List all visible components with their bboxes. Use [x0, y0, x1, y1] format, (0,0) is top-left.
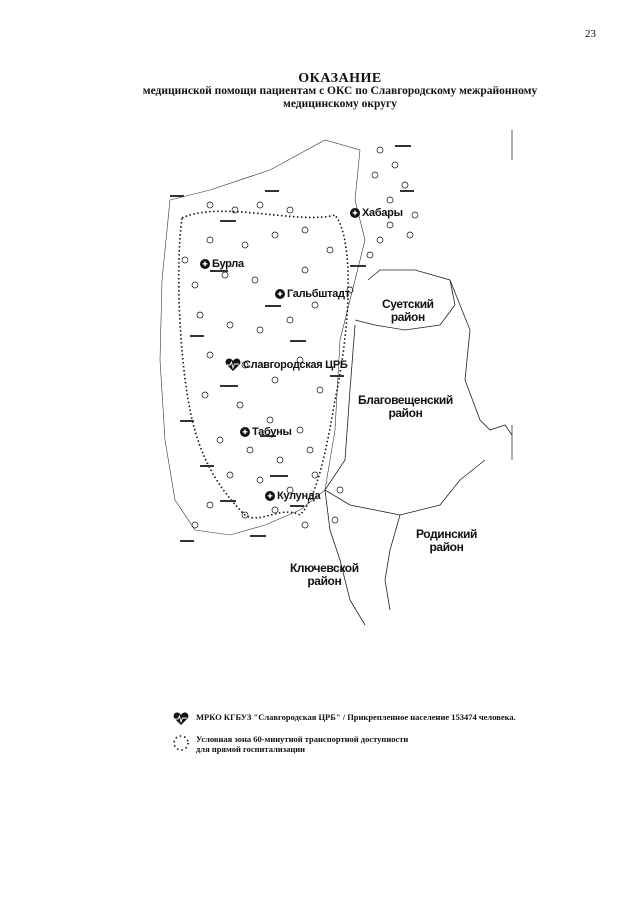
title-main: ОКАЗАНИЕ: [298, 71, 382, 86]
region-suffix: район: [429, 540, 464, 554]
hospital-marker-icon: ✚: [265, 491, 275, 501]
hospital-marker-icon: ✚: [275, 289, 285, 299]
region-suffix: район: [388, 406, 423, 420]
town-burla: ✚ Бурла: [200, 258, 244, 270]
settlement-markers: [181, 146, 419, 529]
town-tabuny: ✚ Табуны: [240, 426, 292, 438]
title-subtitle-line-1: медицинской помощи пациентам с ОКС по Сл…: [142, 85, 538, 97]
legend-hub-text: МРКО КГБУЗ "Славгородская ЦРБ" / Прикреп…: [196, 712, 516, 722]
region-name: Суетский: [382, 297, 434, 311]
map-legend: МРКО КГБУЗ "Славгородская ЦРБ" / Прикреп…: [172, 712, 572, 762]
map-drawing: [159, 130, 513, 626]
legend-zone-line-1: Условная зона 60-минутной транспортной д…: [196, 734, 409, 744]
town-label-tabuny: Табуны: [252, 426, 292, 438]
region-boundary-blagoveshchensky: [324, 324, 486, 516]
town-khabary: ✚ Хабары: [350, 207, 403, 219]
region-name: Благовещенский: [358, 393, 453, 407]
region-boundary-south: [324, 489, 366, 626]
hospital-marker-icon: ✚: [350, 208, 360, 218]
region-suffix: район: [390, 310, 425, 324]
hospital-marker-icon: ✚: [240, 427, 250, 437]
region-boundary-east: [449, 279, 513, 436]
region-name: Ключевской: [290, 561, 359, 575]
page-number: 23: [585, 28, 596, 40]
region-blagoveshchensky: Благовещенский район: [358, 394, 453, 420]
town-label-khabary: Хабары: [362, 207, 403, 219]
region-suffix: район: [307, 574, 342, 588]
legend-hub-row: МРКО КГБУЗ "Славгородская ЦРБ" / Прикреп…: [172, 712, 572, 726]
sixty-minute-zone-boundary: [177, 210, 349, 519]
district-map: ✚ Хабары ✚ Бурла ✚ Гальбштадт Славгородс…: [150, 130, 530, 670]
hub-label: Славгородская ЦРБ: [243, 359, 348, 371]
settlement-labels: [170, 145, 414, 542]
region-boundary-rodinsky: [384, 514, 401, 611]
dotted-ring-icon: [173, 735, 189, 751]
district-outline: [159, 139, 366, 536]
hospital-marker-icon: ✚: [200, 259, 210, 269]
legend-zone-text: Условная зона 60-минутной транспортной д…: [196, 734, 408, 754]
legend-zone-row: Условная зона 60-минутной транспортной д…: [172, 734, 572, 754]
region-name: Родинский: [416, 527, 477, 541]
region-boundary-suetsky: [354, 269, 456, 331]
title-subtitle-line-2: медицинскому округу: [282, 98, 398, 110]
map-title: ОКАЗАНИЕ медицинской помощи пациентам с …: [100, 72, 580, 111]
town-galbshtadt: ✚ Гальбштадт: [275, 288, 350, 300]
region-klyuchevskoy: Ключевской район: [290, 562, 359, 588]
heart-pulse-icon: [173, 712, 189, 725]
town-label-galbshtadt: Гальбштадт: [287, 288, 350, 300]
town-kulunda: ✚ Кулунда: [265, 490, 321, 502]
town-label-burla: Бурла: [212, 258, 244, 270]
region-suetsky: Суетский район: [382, 298, 434, 324]
heart-pulse-icon: [225, 358, 241, 371]
hub-slavgorod: Славгородская ЦРБ: [225, 358, 348, 372]
town-label-kulunda: Кулунда: [277, 490, 321, 502]
legend-zone-line-2: для прямой госпитализации: [196, 744, 306, 754]
region-rodinsky: Родинский район: [416, 528, 477, 554]
